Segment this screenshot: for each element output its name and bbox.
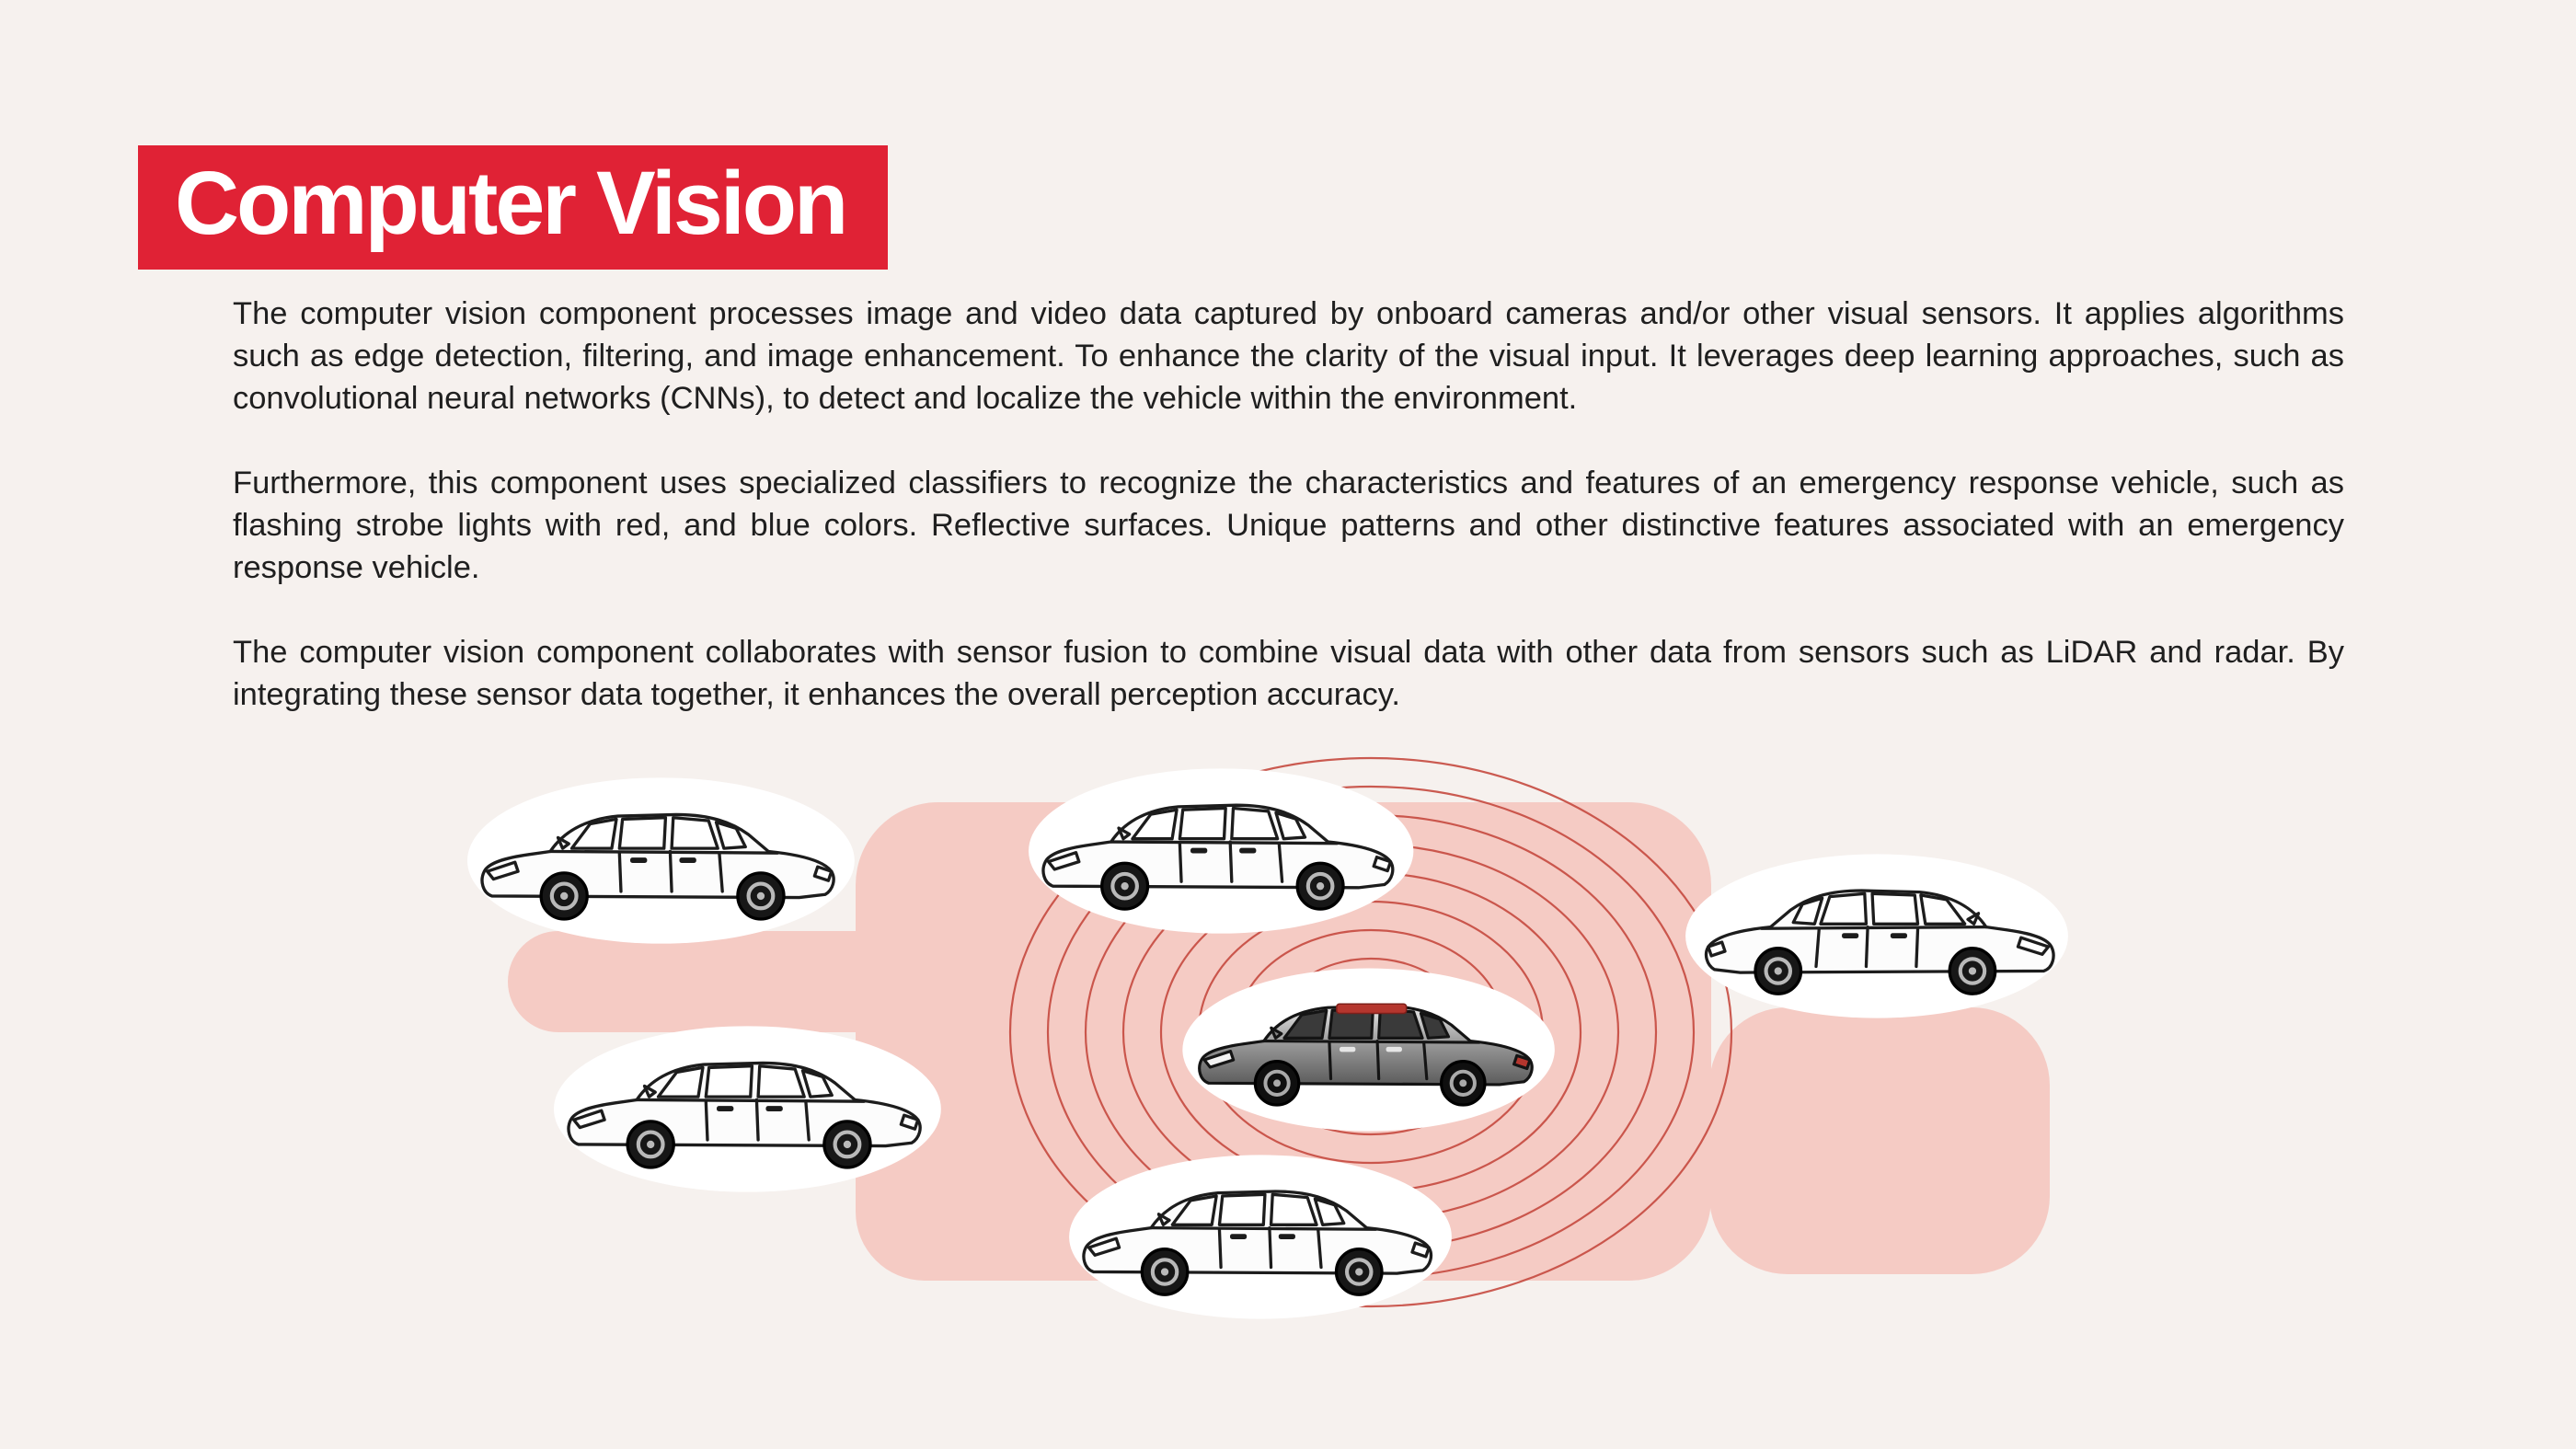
car-top-left (466, 777, 855, 944)
body-text: The computer vision component processes … (233, 293, 2344, 716)
page-title: Computer Vision (175, 153, 848, 253)
car-right (1685, 854, 2068, 1018)
car-top-middle (1029, 768, 1414, 934)
paragraph-sensor-fusion: The computer vision component collaborat… (233, 635, 2344, 712)
paragraph-computer-vision-processing: The computer vision component processes … (233, 296, 2344, 416)
title-banner: Computer Vision (138, 145, 889, 270)
car-ego-vehicle (1182, 968, 1555, 1132)
paragraph-classifiers: Furthermore, this component uses special… (233, 466, 2344, 585)
car-bottom-middle (1069, 1155, 1452, 1319)
car-mid-left (553, 1026, 941, 1192)
